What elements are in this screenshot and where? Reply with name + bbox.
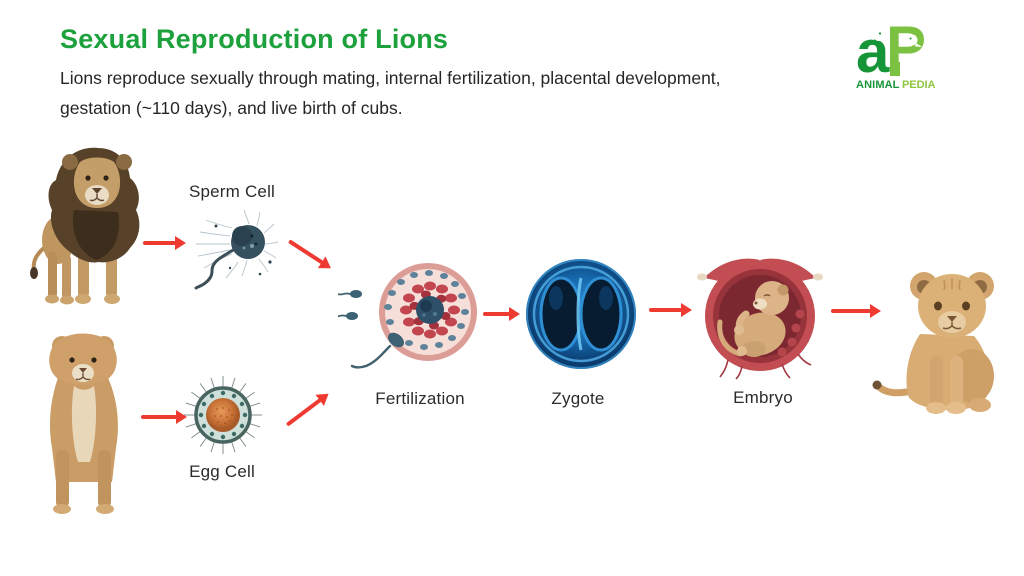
fetus [717,281,789,357]
egg-cell-illustration [184,376,262,454]
zygote-illustration [526,259,636,369]
arrow-egg-to-fertilization [285,398,322,427]
sperm-cell-label: Sperm Cell [188,182,276,201]
arrow-zygote-to-embryo [649,303,692,317]
arrow-embryo-to-cub [831,304,881,318]
arrow-sperm-to-fertilization [287,239,324,265]
fertilization-illustration [338,263,477,369]
arrow-lioness-to-egg [141,410,187,424]
embryo-illustration [697,258,823,380]
embryo-label: Embryo [733,388,793,407]
zygote-label: Zygote [551,389,605,408]
male-lion-illustration [30,147,140,305]
logo-letter-p-stem [890,62,900,76]
lion-cub-illustration [872,272,994,414]
sperm-cell-illustration [194,209,279,290]
page-title: Sexual Reproduction of Lions [60,24,449,54]
logo-wordmark-pedia: PEDIA [902,79,936,91]
logo-bird-icon-2 [906,34,922,47]
logo-letter-a: a [856,18,890,85]
animalpedia-logo: P a ANIMAL PEDIA [856,14,936,91]
page-subtitle: Lions reproduce sexually through mating,… [60,68,721,119]
entering-sperm [350,332,404,369]
egg-cell-label: Egg Cell [189,462,255,481]
logo-bird-icon [867,29,885,41]
lioness-illustration [49,333,118,514]
arrow-fertilization-to-zygote [483,307,520,321]
arrow-lion-to-sperm [143,236,186,250]
fertilization-label: Fertilization [375,389,465,408]
logo-wordmark-animal: ANIMAL [856,79,900,91]
